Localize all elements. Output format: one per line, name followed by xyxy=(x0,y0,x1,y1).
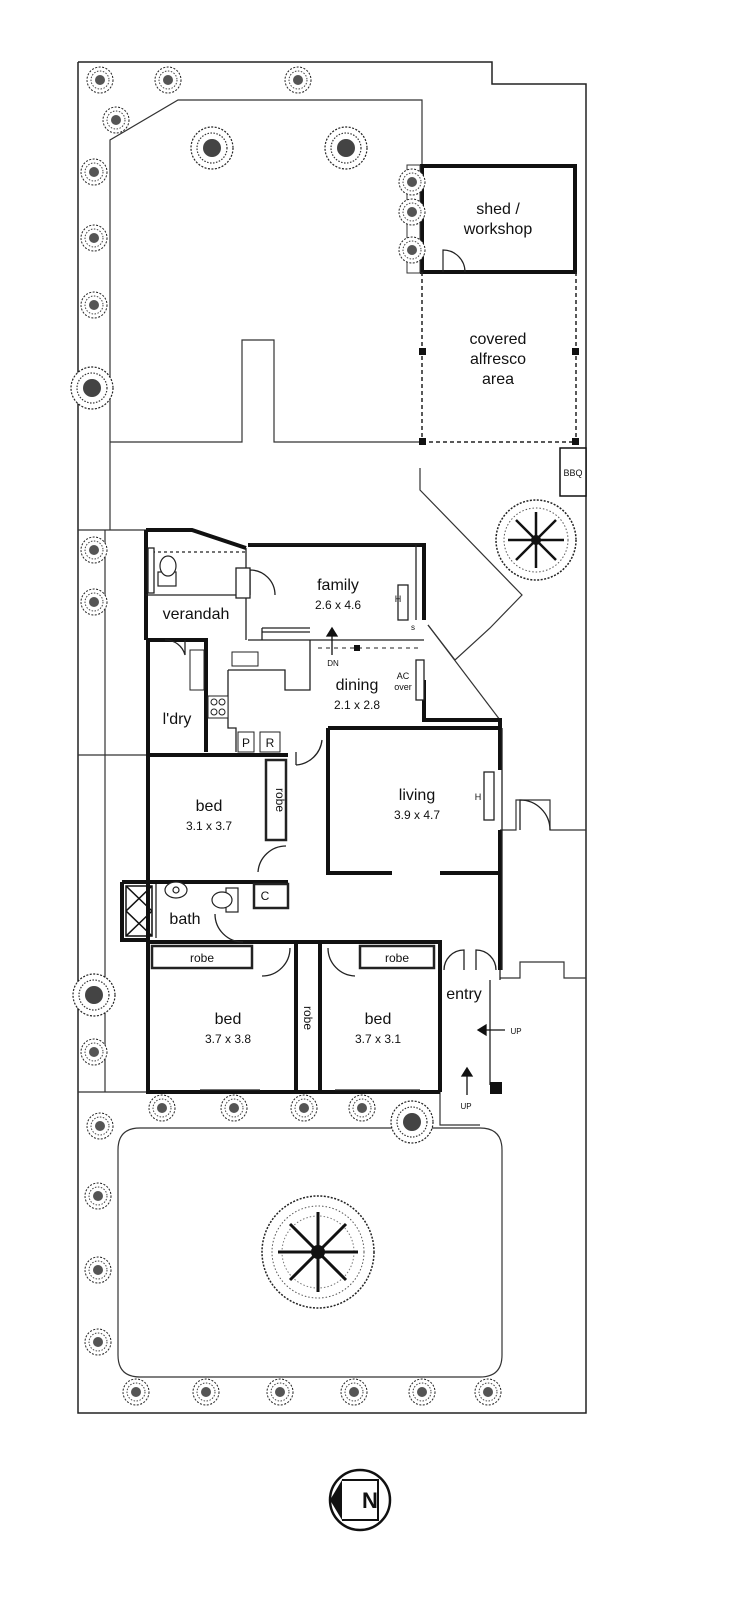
shrubs xyxy=(70,66,502,1406)
site-boundary xyxy=(77,61,587,1414)
shower-cross xyxy=(125,885,153,937)
label-ac: AC xyxy=(397,671,410,681)
label-ldry: l'dry xyxy=(163,711,192,728)
label-living-h: H xyxy=(475,792,482,802)
north-compass xyxy=(328,1468,392,1532)
label-bed-2-dim: 3.7 x 3.8 xyxy=(205,1032,251,1046)
label-bed-3-dim: 3.7 x 3.1 xyxy=(355,1032,401,1046)
kitchen-fixtures xyxy=(189,649,281,753)
label-robe-2: robe xyxy=(190,951,214,965)
label-family-s: s xyxy=(411,623,415,632)
front-posts xyxy=(490,1082,502,1094)
label-family-dim: 2.6 x 4.6 xyxy=(315,598,361,612)
label-ac-over: over xyxy=(394,682,412,692)
room-labels: shed / workshop covered alfresco area BB… xyxy=(163,201,583,1513)
label-north: N xyxy=(362,1488,378,1513)
label-alfresco-2: alfresco xyxy=(470,351,526,368)
label-robe-4: robe xyxy=(301,1006,315,1030)
label-living: living xyxy=(399,787,435,804)
label-verandah: verandah xyxy=(163,606,230,623)
label-bbq: BBQ xyxy=(563,468,582,478)
label-family-h: H xyxy=(395,594,402,604)
label-robe-3: robe xyxy=(385,951,409,965)
alfresco-outline xyxy=(421,272,577,443)
label-bed-1: bed xyxy=(196,798,223,815)
label-alfresco-3: area xyxy=(482,371,514,388)
label-dining-dim: 2.1 x 2.8 xyxy=(334,698,380,712)
label-dn: DN xyxy=(327,659,339,668)
label-up-1: UP xyxy=(510,1027,521,1036)
label-dining: dining xyxy=(336,677,379,694)
paving-outlines xyxy=(78,99,586,1378)
label-shed: shed / xyxy=(476,201,520,218)
interior-lines xyxy=(146,543,551,1091)
label-family: family xyxy=(317,577,359,594)
label-refrigerator: R xyxy=(266,736,275,750)
toilet-fixtures xyxy=(157,555,239,913)
label-bath: bath xyxy=(169,911,200,928)
label-alfresco-1: covered xyxy=(470,331,527,348)
tree-backyard xyxy=(495,499,577,581)
label-workshop: workshop xyxy=(463,221,533,238)
label-cupboard: C xyxy=(261,889,270,903)
house-walls xyxy=(120,528,502,1094)
label-up-2: UP xyxy=(460,1102,471,1111)
label-robe-1: robe xyxy=(273,788,287,812)
shed-workshop xyxy=(406,164,577,274)
bbq-unit xyxy=(559,447,587,497)
dining-divider xyxy=(318,645,420,651)
label-pantry: P xyxy=(242,736,250,750)
label-entry: entry xyxy=(446,986,482,1003)
tree-front xyxy=(261,1195,375,1309)
label-bed-1-dim: 3.1 x 3.7 xyxy=(186,819,232,833)
label-bed-2: bed xyxy=(215,1011,242,1028)
stair-arrows xyxy=(325,626,505,1095)
label-living-dim: 3.9 x 4.7 xyxy=(394,808,440,822)
alfresco-posts xyxy=(419,348,579,445)
label-bed-3: bed xyxy=(365,1011,392,1028)
